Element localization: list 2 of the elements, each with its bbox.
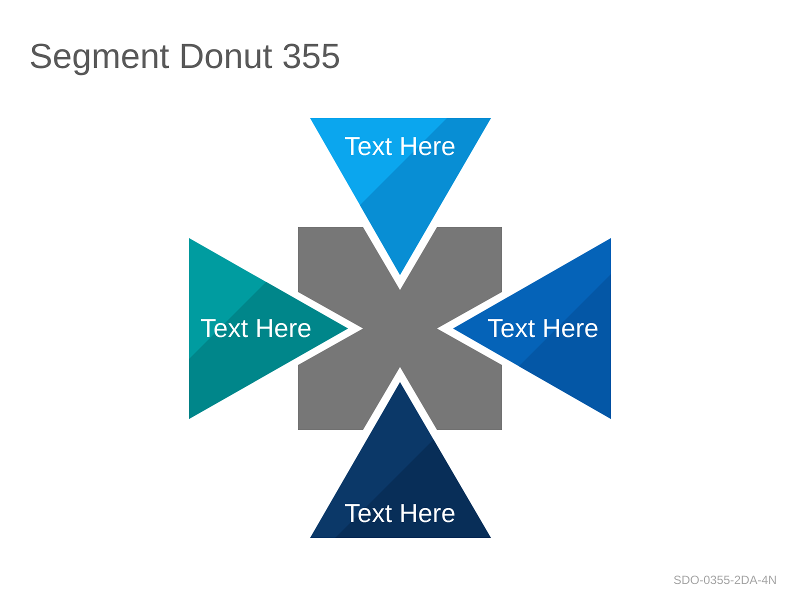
title: Segment Donut 355 <box>30 44 339 76</box>
slide-code: SDO-0355-2DA-4N <box>674 576 776 584</box>
